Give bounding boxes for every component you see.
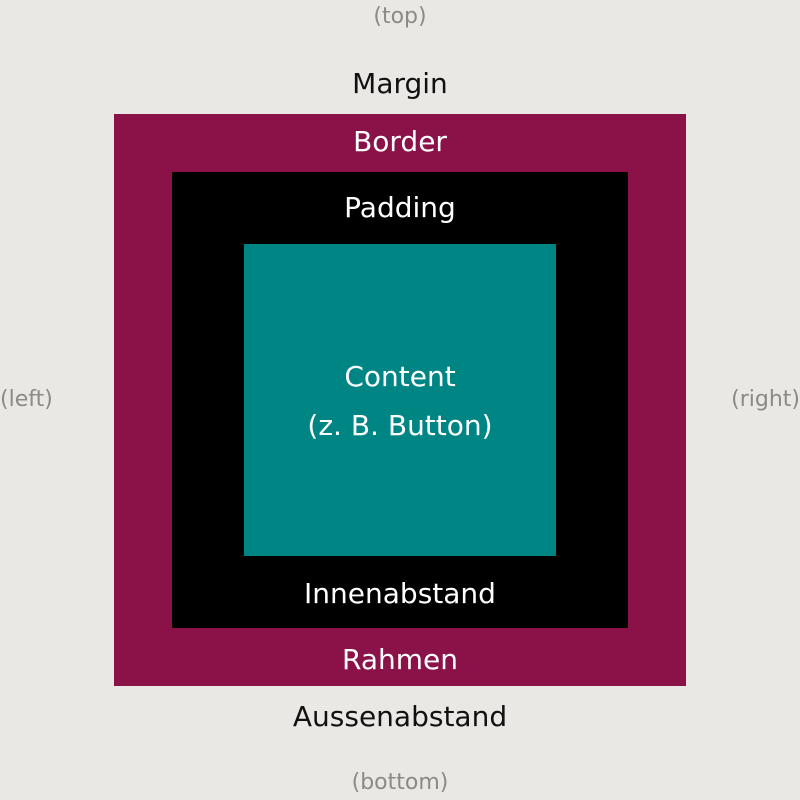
margin-label: Margin — [352, 67, 448, 100]
top-side-label: (top) — [373, 4, 427, 29]
border-label: Border — [353, 125, 447, 158]
content-label: Content — [344, 360, 456, 393]
left-side-label: (left) — [0, 387, 53, 412]
innenabstand-label: Innenabstand — [304, 577, 496, 610]
bottom-side-label: (bottom) — [351, 770, 449, 795]
rahmen-label: Rahmen — [342, 643, 458, 676]
right-side-label: (right) — [731, 387, 800, 412]
content-box: Content (z. B. Button) — [244, 244, 556, 556]
padding-label: Padding — [344, 191, 456, 224]
aussenabstand-label: Aussenabstand — [292, 700, 508, 733]
content-example-label: (z. B. Button) — [307, 409, 493, 442]
